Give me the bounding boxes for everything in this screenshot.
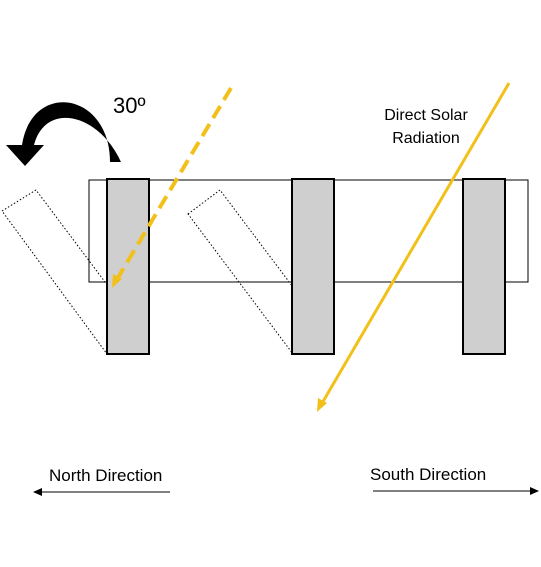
- blocked-solar-ray-arrowhead: [112, 274, 122, 288]
- louver-1: [106, 178, 150, 355]
- rotation-arrow-icon: [6, 102, 121, 166]
- north-direction-label: North Direction: [49, 466, 162, 485]
- direct-solar-ray: [319, 82, 511, 406]
- louver-2: [291, 178, 335, 355]
- south-direction-label: South Direction: [370, 465, 486, 484]
- north-direction-arrowhead: [33, 488, 42, 496]
- south-direction-arrowhead: [530, 487, 539, 495]
- blocked-solar-ray: [114, 86, 233, 283]
- solar-label-line2: Radiation: [392, 130, 460, 147]
- solar-label-line1: Direct Solar: [384, 107, 468, 124]
- angle-label: 30º: [113, 93, 146, 118]
- louver-3: [462, 178, 506, 355]
- direct-solar-ray-arrowhead: [317, 398, 327, 412]
